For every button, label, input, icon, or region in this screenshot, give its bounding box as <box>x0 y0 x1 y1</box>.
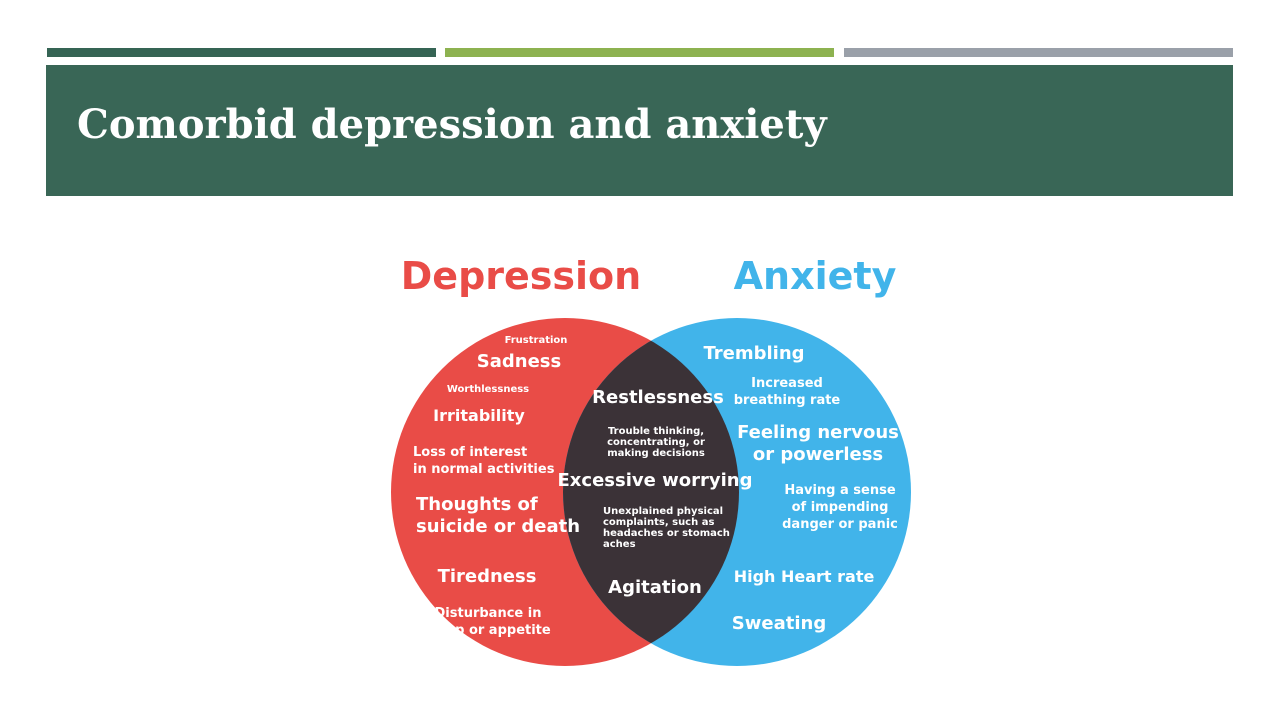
label-line: of impending <box>792 500 889 515</box>
label-line: Agitation <box>608 577 702 598</box>
label-line: Loss of interest <box>413 445 527 460</box>
label-agitation: Agitation <box>608 577 702 598</box>
label-sweating: Sweating <box>732 613 826 634</box>
label-line: Frustration <box>505 335 568 346</box>
label-sadness: Sadness <box>477 351 561 372</box>
label-line: concentrating, or <box>607 437 705 448</box>
label-line: breathing rate <box>734 393 841 408</box>
label-line: Sadness <box>477 351 561 372</box>
label-tiredness: Tiredness <box>438 566 537 587</box>
label-high-heart-rate: High Heart rate <box>734 567 875 586</box>
label-disturbance: Disturbance in sleep or appetite <box>425 606 551 638</box>
label-line: Feeling nervous <box>737 422 899 443</box>
label-line: aches <box>603 539 636 550</box>
label-line: Irritability <box>433 406 525 425</box>
label-worthlessness: Worthlessness <box>447 384 529 395</box>
label-line: making decisions <box>607 448 705 459</box>
label-line: Having a sense <box>784 483 896 498</box>
label-line: Disturbance in <box>435 606 542 621</box>
label-line: Restlessness <box>592 387 724 408</box>
depression-heading: Depression <box>401 254 641 298</box>
label-line: Excessive worrying <box>558 470 753 491</box>
label-line: Worthlessness <box>447 384 529 395</box>
label-frustration: Frustration <box>505 335 568 346</box>
label-increased-breathing: Increased breathing rate <box>734 376 841 408</box>
label-line: Sweating <box>732 613 826 634</box>
label-line: headaches or stomach <box>603 528 730 539</box>
label-excessive-worrying: Excessive worrying <box>558 470 753 491</box>
label-line: Increased <box>751 376 823 391</box>
label-line: danger or panic <box>782 517 898 532</box>
label-trembling: Trembling <box>703 343 804 364</box>
anxiety-heading: Anxiety <box>734 254 897 298</box>
label-line: complaints, such as <box>603 517 714 528</box>
accent-bar-lime <box>445 48 834 57</box>
label-impending-danger: Having a sense of impending danger or pani… <box>782 483 898 532</box>
label-line: Trouble thinking, <box>608 426 704 437</box>
label-line: suicide or death <box>416 516 580 537</box>
label-loss-of-interest: Loss of interest in normal activities <box>413 445 555 477</box>
label-line: Tiredness <box>438 566 537 587</box>
label-line: High Heart rate <box>734 567 875 586</box>
label-line: Thoughts of <box>416 494 538 515</box>
slide-title: Comorbid depression and anxiety <box>77 101 827 148</box>
label-line: or powerless <box>753 444 883 465</box>
label-line: sleep or appetite <box>425 623 551 638</box>
label-line: Trembling <box>703 343 804 364</box>
venn-labels: FrustrationSadnessWorthlessnessIrritabil… <box>413 335 899 638</box>
label-line: in normal activities <box>413 462 555 477</box>
accent-bar-green <box>47 48 436 57</box>
overlap-region <box>563 318 739 666</box>
label-line: Unexplained physical <box>603 506 723 517</box>
accent-bar-gray <box>844 48 1233 57</box>
label-irritability: Irritability <box>433 406 525 425</box>
label-restlessness: Restlessness <box>592 387 724 408</box>
title-band: Comorbid depression and anxiety <box>46 65 1233 196</box>
